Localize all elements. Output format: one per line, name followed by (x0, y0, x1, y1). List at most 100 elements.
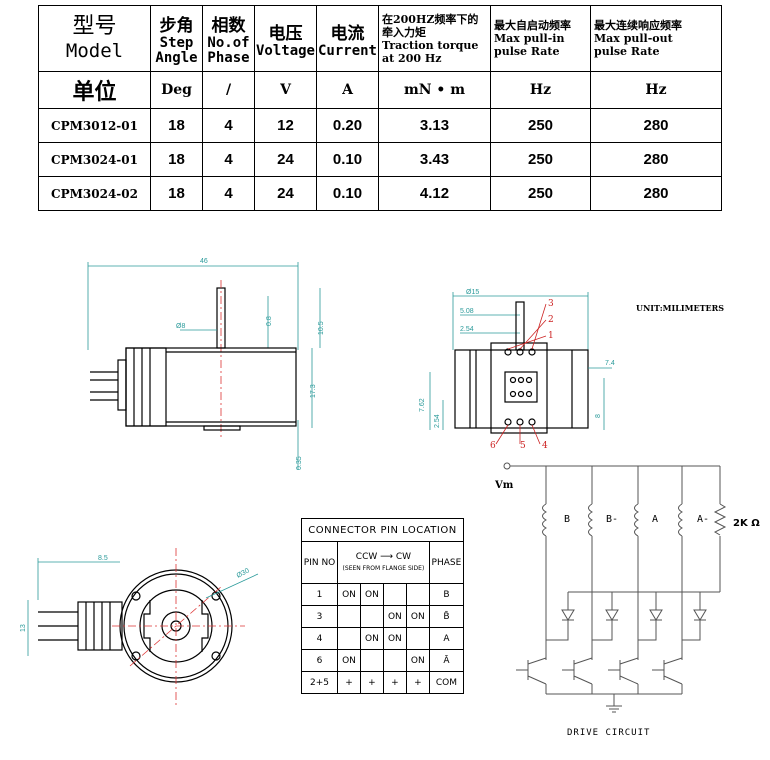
step-cell: ON (405, 605, 430, 628)
row-current: 0.10 (316, 142, 379, 177)
cw-label: CW (395, 551, 412, 562)
pin-number: 1 (300, 583, 339, 606)
vm-label: Vm (495, 480, 514, 491)
resistor-label: 2K Ω (733, 518, 760, 529)
unit-pullout: Hz (590, 71, 722, 109)
row-pullout: 280 (590, 108, 722, 143)
step-cell: + (359, 671, 384, 694)
step-cell: + (337, 671, 361, 694)
row-pullin: 250 (490, 108, 591, 143)
row-step: 18 (150, 108, 203, 143)
step-cell (405, 627, 430, 650)
row-pullout: 280 (590, 176, 722, 211)
side-view: 46 Ø8 0.8 10.5 17.3 0.35 (87, 258, 325, 470)
row-current: 0.10 (316, 176, 379, 211)
unit-note: UNIT:MILIMETERS (636, 303, 725, 313)
step-cell: ON (359, 583, 384, 606)
step-cell: + (382, 671, 407, 694)
step-cell: ON (337, 583, 361, 606)
unit-voltage: V (254, 71, 317, 109)
dim-shaft: Ø8 (176, 323, 185, 330)
pin-label: 3 (548, 299, 554, 309)
pin-label: 5 (520, 441, 526, 451)
step-cell (337, 605, 361, 628)
row-pullin: 250 (490, 142, 591, 177)
dim-c: 17.3 (310, 384, 317, 398)
header-step: 步角 Step Angle (150, 5, 203, 72)
step-cell (337, 627, 361, 650)
coil-columns (542, 466, 727, 660)
rear-dia: Ø15 (466, 289, 479, 296)
row-voltage: 12 (254, 108, 317, 143)
unit-torque: mN • m (378, 71, 491, 109)
rotation-header: CCW ⟶ CW (SEEN FROM FLANGE SIDE) (337, 541, 430, 584)
pin-label: 6 (490, 441, 496, 451)
unit-label: 单位 (38, 71, 151, 109)
rear-dim5: 2.54 (434, 414, 441, 428)
unit-step: Deg (150, 71, 203, 109)
row-pullout: 280 (590, 142, 722, 177)
unit-phase: / (202, 71, 255, 109)
header-pullin: 最大自启动频率 Max pull-in pulse Rate (490, 5, 591, 72)
rear-dim2: 2.54 (460, 326, 474, 333)
phase-cell: COM (428, 671, 465, 694)
row-model: CPM3024-02 (38, 176, 151, 211)
diodes (546, 592, 707, 641)
pin-table: CONNECTOR PIN LOCATION PIN NO CCW ⟶ CW (… (300, 518, 465, 694)
pin-label: 4 (542, 441, 548, 451)
row-phase: 4 (202, 176, 255, 211)
rear-dim6: 8 (595, 414, 602, 418)
rear-dim3: 7.4 (605, 360, 615, 367)
rear-dim4: 7.62 (419, 398, 426, 412)
pin-number: 3 (300, 605, 339, 628)
phase-cell: Ā (428, 649, 465, 672)
pin-number: 6 (300, 649, 339, 672)
unit-pullin: Hz (490, 71, 591, 109)
rear-view: Ø15 5.08 2.54 3 2 1 6 5 4 7.6 (419, 289, 615, 451)
dim-length: 46 (200, 258, 208, 265)
header-torque: 在200HZ频率下的 牵入力矩 Traction torque at 200 H… (378, 5, 491, 72)
step-cell (382, 583, 407, 606)
row-current: 0.20 (316, 108, 379, 143)
dim-b: 10.5 (318, 321, 325, 335)
header-pullout: 最大连续响应频率 Max pull-out pulse Rate (590, 5, 722, 72)
step-cell (405, 583, 430, 606)
header-phase: 相数 No.of Phase (202, 5, 255, 72)
header-model: 型号 Model (38, 5, 151, 72)
row-voltage: 24 (254, 176, 317, 211)
step-cell (359, 605, 384, 628)
front-width: 8.5 (98, 555, 108, 562)
row-phase: 4 (202, 108, 255, 143)
step-cell: ON (382, 605, 407, 628)
row-step: 18 (150, 176, 203, 211)
dim-a: 0.8 (266, 316, 273, 326)
coil-label: B- (606, 514, 619, 525)
table-row: CPM3024-02 18 4 24 0.10 4.12 250 280 (38, 176, 722, 211)
spec-table: 型号 Model 步角 Step Angle 相数 No.of Phase 电压… (38, 5, 722, 211)
step-cell: + (405, 671, 430, 694)
row-torque: 3.43 (378, 142, 491, 177)
table-row: CPM3012-01 18 4 12 0.20 3.13 250 280 (38, 108, 722, 143)
table-row: 1 ON ON B (300, 583, 465, 606)
pin-col-header: PIN NO (300, 541, 339, 584)
rear-dim1: 5.08 (460, 308, 474, 315)
transistors (516, 657, 683, 713)
table-row: 4 ON ON A (300, 627, 465, 650)
step-cell: ON (337, 649, 361, 672)
front-view: 8.5 13 Ø30 (20, 548, 259, 705)
ccw-label: CCW (355, 551, 378, 562)
pin-label: 2 (548, 315, 554, 325)
header-voltage: 电压 Voltage (254, 5, 317, 72)
front-height: 13 (20, 624, 27, 632)
circuit-title: DRIVE CIRCUIT (567, 728, 651, 738)
seen-note: (SEEN FROM FLANGE SIDE) (342, 564, 425, 572)
phase-col-header: PHASE (428, 541, 465, 584)
row-pullin: 250 (490, 176, 591, 211)
row-model: CPM3012-01 (38, 108, 151, 143)
drive-circuit (503, 462, 727, 713)
row-torque: 4.12 (378, 176, 491, 211)
coil-label: B (564, 514, 571, 525)
front-dia: Ø30 (236, 567, 251, 579)
step-cell: ON (359, 627, 384, 650)
